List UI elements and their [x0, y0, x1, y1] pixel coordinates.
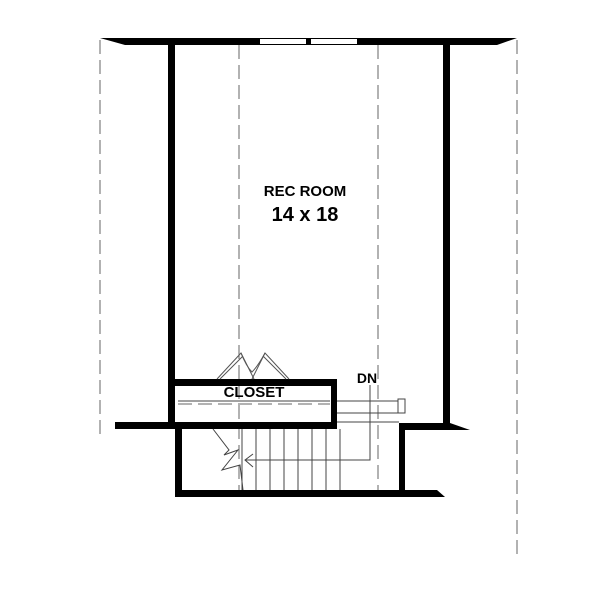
closet-bottom-wall — [115, 422, 337, 429]
right-ledge-wall — [399, 423, 470, 430]
left-wall — [168, 45, 175, 429]
window-1 — [260, 39, 306, 44]
walls — [100, 38, 517, 497]
closet-right-wall — [331, 379, 337, 429]
window-2 — [311, 39, 357, 44]
right-wall — [443, 45, 450, 430]
stair-arrow — [245, 385, 371, 461]
bifold-doors — [216, 352, 290, 380]
stairs — [178, 385, 406, 491]
closet-label: CLOSET — [224, 384, 285, 401]
rec-room-label: REC ROOM — [264, 183, 347, 200]
stair-right-wall — [399, 428, 405, 497]
stair-direction-label: DN — [357, 370, 377, 386]
stair-left-wall — [175, 425, 182, 497]
stair-break — [212, 428, 244, 491]
newel-post — [397, 398, 406, 414]
closet-top-wall — [175, 379, 337, 386]
rec-room-size: 14 x 18 — [272, 204, 339, 226]
top-wall — [100, 38, 517, 45]
arrow-head — [244, 453, 254, 468]
stair-bottom-wall — [175, 490, 445, 497]
dashed-lines — [99, 40, 518, 560]
